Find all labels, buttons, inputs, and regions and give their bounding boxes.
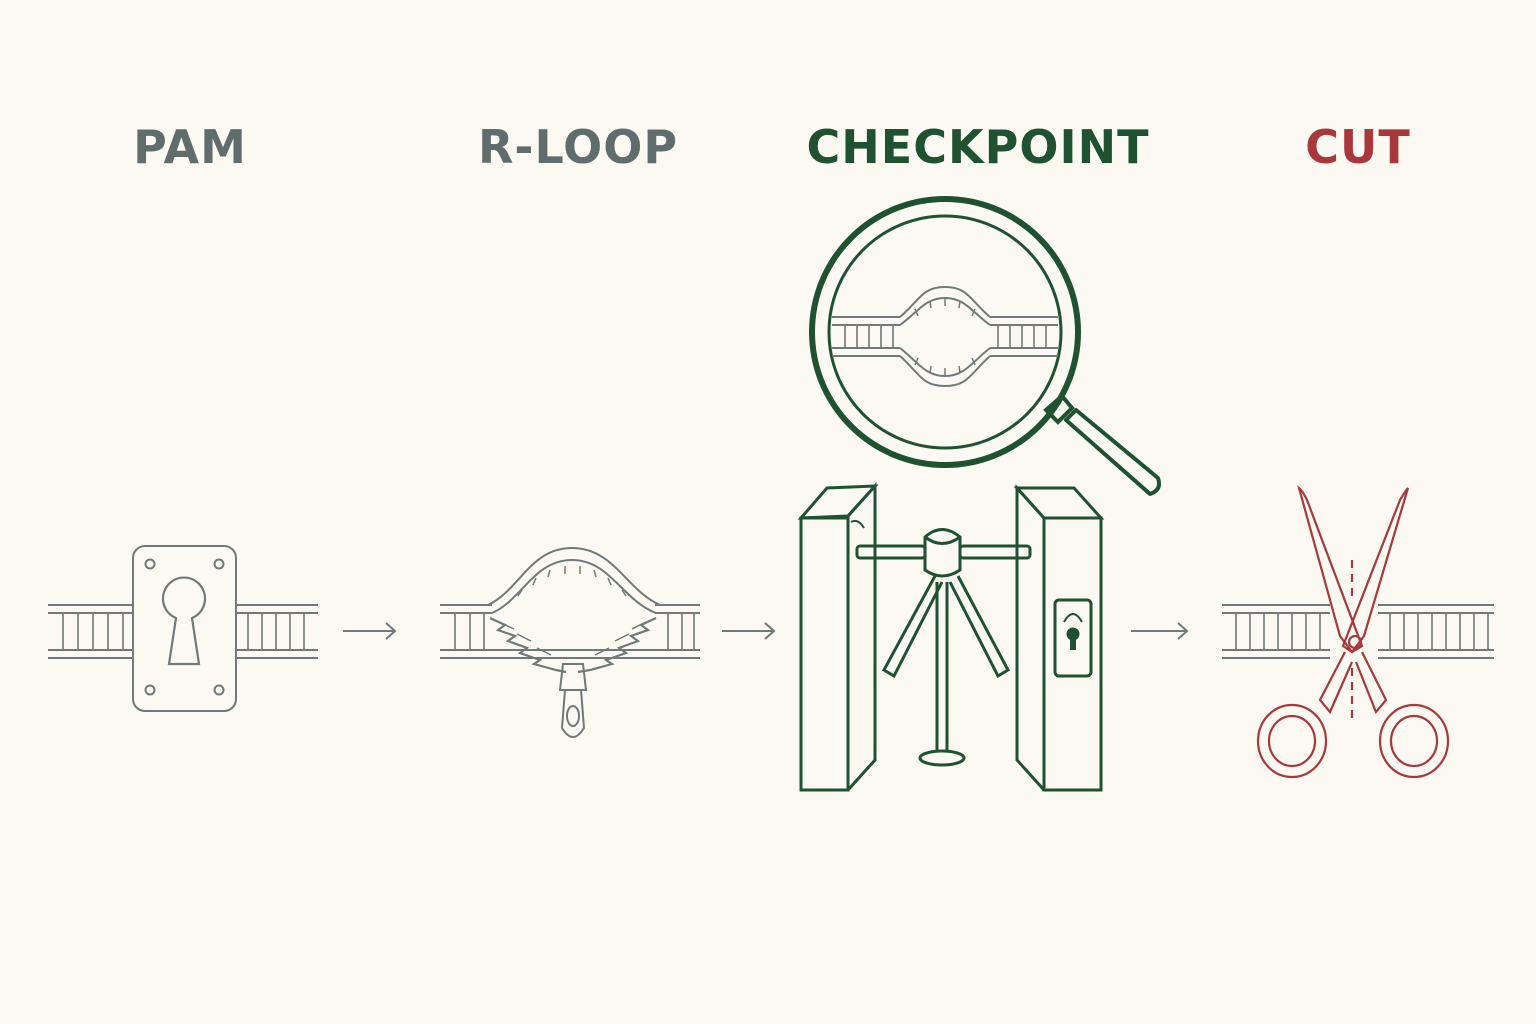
dna-ladder-right — [655, 604, 700, 650]
right-arrow-icon — [722, 622, 776, 640]
keyhole-badge — [1053, 598, 1093, 678]
turnstile-rotor — [855, 528, 1032, 767]
cut-scissors-group — [1222, 485, 1494, 779]
stage-label-cut: CUT — [1305, 120, 1411, 174]
dna-ladder-left — [440, 604, 700, 659]
lock-keyhole-icon — [132, 545, 237, 712]
magnifying-glass-icon — [809, 196, 1161, 496]
r-loop-zipper-group — [440, 546, 700, 738]
gate-post-right — [1013, 484, 1105, 792]
stage-label-pam: PAM — [133, 120, 247, 174]
gate-post-left — [797, 482, 879, 792]
right-arrow-icon — [1131, 622, 1189, 640]
pam-lock-group — [48, 545, 318, 712]
scissors-icon — [1256, 485, 1450, 779]
dna-ladder-cut — [1222, 604, 1494, 659]
dna-bubble-in-lens — [832, 285, 1058, 388]
dna-ladder-right — [236, 604, 318, 659]
stage-label-r-loop: R-LOOP — [477, 120, 679, 174]
right-arrow-icon — [343, 622, 397, 640]
zipper-icon — [487, 546, 661, 738]
stage-label-checkpoint: CHECKPOINT — [806, 120, 1150, 174]
turnstile-icon — [797, 482, 1105, 792]
dna-ladder-left — [48, 604, 134, 659]
